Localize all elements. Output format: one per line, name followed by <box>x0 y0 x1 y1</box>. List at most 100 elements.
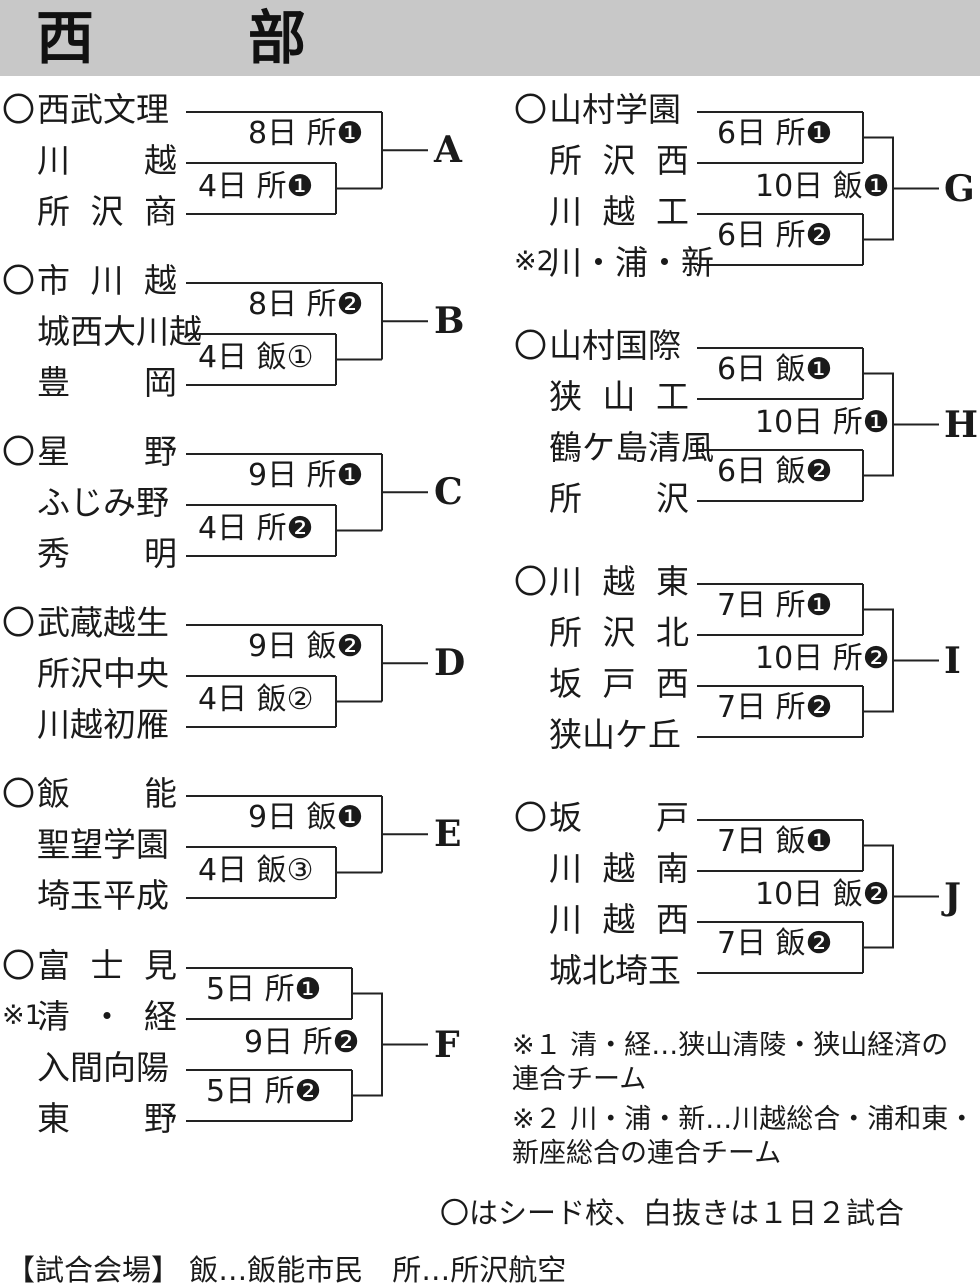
team-name-char: 山 <box>582 715 615 754</box>
team-name: 市川越 <box>37 261 177 301</box>
team-name-char: じ <box>70 483 103 522</box>
team-name-char: ・ <box>648 243 681 282</box>
team-name: 坂戸 <box>549 798 689 838</box>
team-name-char: 西 <box>37 90 70 129</box>
team-name-char: ケ <box>615 715 648 754</box>
team-name-char: 西 <box>656 141 689 180</box>
team-name-char: 川 <box>549 192 582 231</box>
seed-marker: 〇 <box>2 90 35 129</box>
header-bar: 西 部 <box>0 0 980 76</box>
team-name-char: 坂 <box>549 664 582 703</box>
team-name: 豊岡 <box>37 363 177 403</box>
first-game-label: 5日 所❶ <box>206 972 322 1007</box>
team-name-char: 能 <box>144 774 177 813</box>
team-name-char: 学 <box>103 825 136 864</box>
team-name-char: 山 <box>549 326 582 365</box>
team-name: 所沢西 <box>549 141 689 181</box>
first-game-label: 6日 所❷ <box>717 218 833 253</box>
team-name-char: 浦 <box>615 243 648 282</box>
team-name: 富士見 <box>37 946 177 986</box>
team-name: 秀明 <box>37 534 177 574</box>
note-line-1: ※１ 清・経…狭山清陵・狭山経済の <box>512 1030 949 1061</box>
team-name-char: 飯 <box>37 774 70 813</box>
seed-marker: 〇 <box>514 326 547 365</box>
team-name-char: 北 <box>656 613 689 652</box>
team-name-char: 村 <box>582 326 615 365</box>
team-name-char: 西 <box>656 664 689 703</box>
first-game-label: 6日 所❶ <box>717 116 833 151</box>
team-name-char: 新 <box>681 243 714 282</box>
team-name: 所沢商 <box>37 192 177 232</box>
seed-marker: 〇 <box>514 798 547 837</box>
team-name-char: 所 <box>37 192 70 231</box>
team-name-char: ケ <box>582 428 615 467</box>
team-name-char: 経 <box>144 997 177 1036</box>
team-name-char: 生 <box>136 603 169 642</box>
team-name-char: 所 <box>37 654 70 693</box>
team-name: 狭山ケ丘 <box>549 715 689 755</box>
team-name-char: 央 <box>136 654 169 693</box>
team-name: 清・経 <box>37 997 177 1037</box>
final-game-label: 10日 飯❶ <box>755 168 890 204</box>
team-name-char: 村 <box>582 90 615 129</box>
team-name-char: 野 <box>144 432 177 471</box>
team-name-char: 坂 <box>549 798 582 837</box>
first-game-label: 4日 飯③ <box>198 852 314 888</box>
team-name-char: 園 <box>648 90 681 129</box>
first-game-label: 7日 所❶ <box>717 588 833 623</box>
team-name-char: 沢 <box>70 654 103 693</box>
team-name-char: 蔵 <box>70 603 103 642</box>
first-game-label: 6日 飯❶ <box>717 352 833 387</box>
team-name-char: 所 <box>549 141 582 180</box>
team-name-char: 東 <box>656 562 689 601</box>
team-name: 山村学園 <box>549 90 689 130</box>
team-name-char: 士 <box>90 946 124 985</box>
team-name-char: 鶴 <box>549 428 582 467</box>
team-name-char: 星 <box>37 432 70 471</box>
first-game-label: 6日 飯❷ <box>717 454 833 489</box>
team-name: 星野 <box>37 432 177 472</box>
team-name-char: 西 <box>70 312 103 351</box>
final-game-label: 8日 所❶ <box>248 116 364 151</box>
team-name-char: 望 <box>70 825 103 864</box>
first-game-label: 7日 飯❷ <box>717 926 833 961</box>
team-name-char: 丘 <box>648 715 681 754</box>
note-line-3: ※２ 川・浦・新…川越総合・浦和東・ <box>512 1104 976 1135</box>
team-name-char: み <box>103 483 136 522</box>
team-name-char: 武 <box>70 90 103 129</box>
team-name: 坂戸西 <box>549 664 689 704</box>
team-name-char: 富 <box>37 946 70 985</box>
team-name-char: 玉 <box>70 876 103 915</box>
team-name-char: 島 <box>615 428 648 467</box>
block-letter: C <box>434 471 463 514</box>
team-name-char: 川 <box>90 261 124 300</box>
team-name: 川越西 <box>549 900 689 940</box>
team-prefix: ※1 <box>2 1000 42 1031</box>
team-name-char: 沢 <box>90 192 124 231</box>
team-name-char: ふ <box>37 483 70 522</box>
team-name-char: 越 <box>602 900 636 939</box>
team-name-char: 越 <box>602 192 636 231</box>
team-name: 川越 <box>37 141 177 181</box>
team-name-char: 川 <box>549 849 582 888</box>
team-name: 武蔵越生 <box>37 603 177 643</box>
team-name-char: 国 <box>615 326 648 365</box>
block-letter: E <box>434 813 462 856</box>
team-name-char: 商 <box>144 192 177 231</box>
team-name-char: 越 <box>70 705 103 744</box>
team-name-char: ・ <box>90 997 124 1036</box>
team-name-char: 陽 <box>136 1048 169 1087</box>
first-game-label: 4日 飯① <box>198 339 314 375</box>
team-name-char: 秀 <box>37 534 70 573</box>
team-name-char: 初 <box>103 705 136 744</box>
team-name-char: 川 <box>549 562 582 601</box>
team-name-char: 戸 <box>656 798 689 837</box>
team-name-char: 豊 <box>37 363 70 402</box>
block-letter: F <box>434 1023 460 1066</box>
team-name: 川越南 <box>549 849 689 889</box>
team-name-char: 沢 <box>602 141 636 180</box>
legend-text: 〇はシード校、白抜きは１日２試合 <box>440 1196 905 1230</box>
first-game-label: 7日 飯❶ <box>717 824 833 859</box>
team-name: 所沢北 <box>549 613 689 653</box>
team-name-char: 城 <box>37 312 70 351</box>
